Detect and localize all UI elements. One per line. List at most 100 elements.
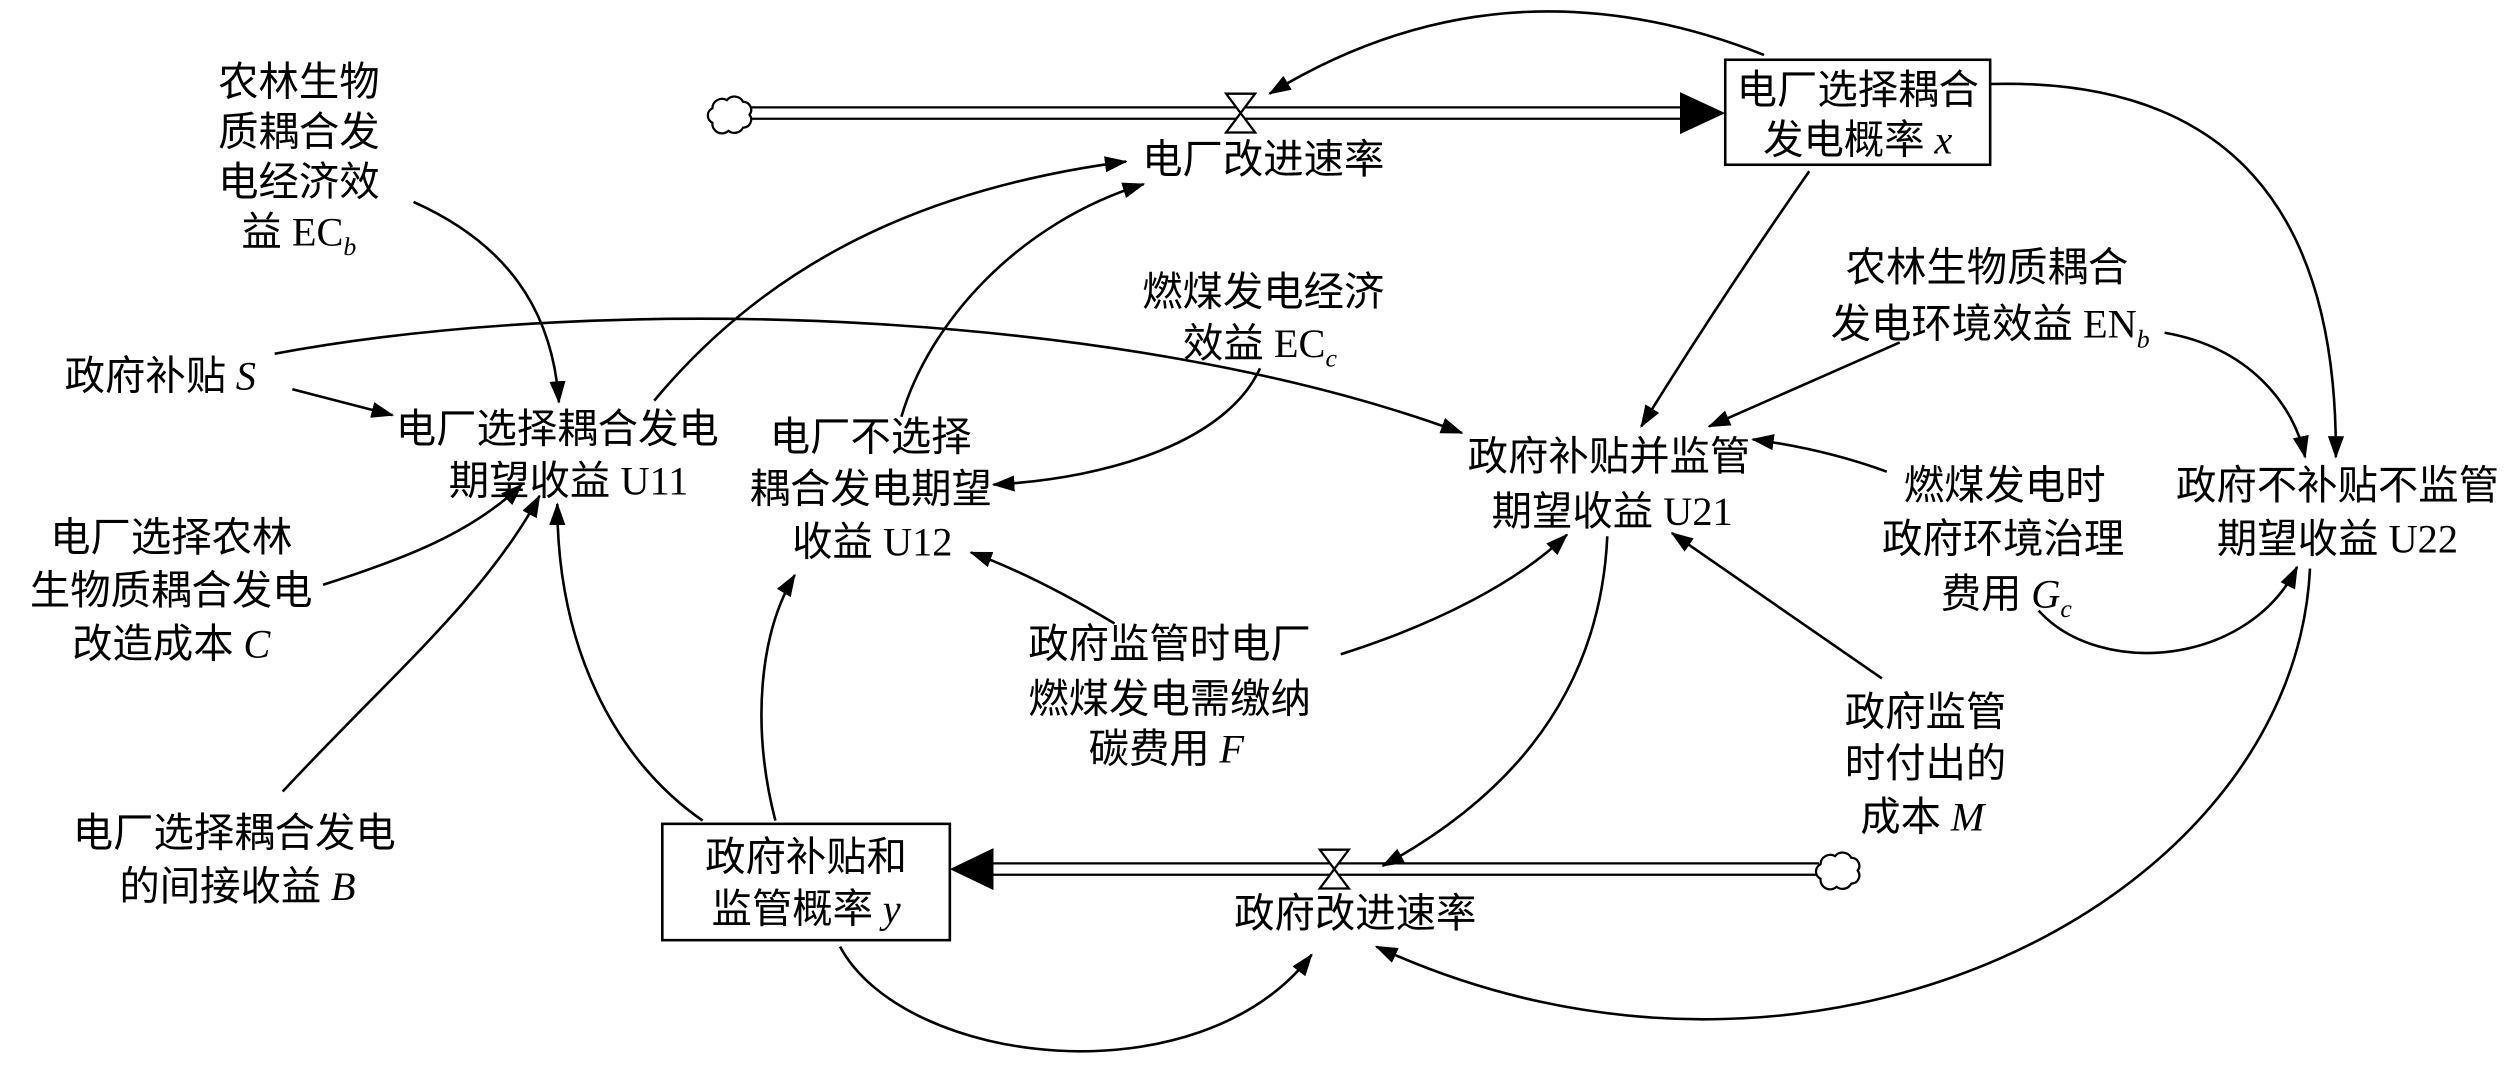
var-benefit-b-symbol: B: [331, 864, 356, 909]
var-ec-c-line2-text: 效益 EC: [1183, 321, 1325, 366]
link-g-c-to-u22: [2037, 565, 2299, 655]
var-g-c-line3-text: 费用: [1941, 571, 2022, 616]
var-ec-c-subscript: c: [1325, 344, 1337, 373]
var-u22: 政府不补贴不监管 期望收益 U22: [2176, 463, 2499, 561]
stock-box-plant-probability: [1723, 58, 1992, 167]
var-en-b-line2: 发电环境效益 ENb: [1831, 302, 2150, 354]
var-ec-c: 燃煤发电经济 效益 ECc: [1142, 269, 1384, 372]
stock-x-line2-text: 发电概率: [1763, 117, 1925, 162]
var-subsidy-s-symbol: S: [236, 353, 256, 398]
cloud-icon: [1814, 851, 1861, 891]
flow-pipe-plant: [706, 92, 1726, 135]
valve-icon: [1223, 92, 1258, 134]
link-subsidy-to-u21: [274, 317, 1464, 435]
var-cost-m-line2: 时付出的: [1845, 741, 2007, 786]
link-subsidy-to-u11: [292, 388, 395, 418]
var-u11-line2: 期望收益 U11: [449, 458, 689, 503]
link-u21-to-gov-rate: [1381, 536, 1609, 867]
link-ec-b-to-u11: [413, 200, 566, 404]
var-ec-c-line2: 效益 ECc: [1183, 321, 1337, 373]
cloud-icon: [706, 95, 753, 135]
var-benefit-b-line2-text: 的间接收益: [119, 864, 321, 909]
var-cost-m-symbol: M: [1950, 794, 1987, 839]
var-g-c-line1: 燃煤发电时: [1904, 463, 2106, 508]
link-stock-y-to-u11: [549, 502, 704, 822]
var-fee-f-line2: 燃煤发电需缴纳: [1028, 676, 1311, 721]
link-en-b-to-u21: [1707, 341, 1901, 428]
var-fee-f-line3-text: 碳费用: [1089, 726, 1210, 771]
link-cost-m-to-u21: [1670, 532, 1883, 680]
link-stock-x-to-plant-rate: [1268, 10, 1765, 95]
link-benefit-b-to-u11: [281, 494, 541, 793]
var-cost-c-line2: 生物质耦合发电: [30, 568, 313, 613]
stock-x-line1: 电厂选择耦合: [1737, 67, 1979, 112]
var-u22-line2: 期望收益 U22: [2217, 516, 2458, 561]
link-en-b-to-u22: [2164, 331, 2309, 459]
var-en-b-line2-text: 发电环境效益 EN: [1831, 302, 2137, 347]
causal-links: [274, 10, 2345, 1053]
var-g-c-line2: 政府环境治理: [1882, 516, 2124, 561]
link-stock-x-to-u21: [1640, 170, 1811, 428]
var-g-c-symbol: G: [2031, 571, 2060, 616]
var-ec-b-line3: 电经济效: [218, 159, 380, 204]
link-stock-y-to-u12: [760, 573, 796, 821]
flow-gov-improvement-rate: 政府改进速率: [1234, 891, 1476, 936]
var-ec-b-line4: 益 ECb: [241, 210, 356, 262]
link-u11-to-plant-rate: [653, 156, 1128, 402]
flow-arrowhead-icon: [1680, 92, 1726, 135]
var-g-c-subscript: c: [2060, 594, 2072, 623]
var-ec-b: 农林生物 质耦合发 电经济效 益 ECb: [218, 59, 380, 261]
var-ec-b-line4-text: 益 EC: [241, 210, 343, 255]
stock-box-gov-probability: [661, 822, 952, 942]
link-cost-c-to-u11: [322, 483, 523, 587]
flow-plant-improvement-rate: 电厂改进速率: [1142, 137, 1384, 182]
flow-arrowhead-icon: [949, 848, 994, 891]
var-cost-c-symbol: C: [243, 621, 271, 666]
var-en-b-line1: 农林生物质耦合: [1846, 245, 2129, 290]
var-u12-line1: 电厂不选择: [770, 415, 972, 460]
var-fee-f-line1: 政府监管时电厂: [1028, 621, 1311, 666]
var-benefit-b-line1: 电厂选择耦合发电: [73, 810, 396, 855]
var-fee-f-symbol: F: [1218, 726, 1244, 771]
link-u12-to-plant-rate: [900, 182, 1146, 418]
var-u12-line2: 耦合发电期望: [750, 466, 992, 511]
var-u21-line2: 期望收益 U21: [1492, 489, 1733, 534]
stock-y-line1: 政府补贴和: [705, 835, 907, 880]
var-u22-line1: 政府不补贴不监管: [2176, 463, 2499, 508]
var-ec-b-line2: 质耦合发: [218, 109, 380, 154]
var-cost-c-line1: 电厂选择农林: [50, 515, 292, 560]
stock-y-symbol: y: [879, 886, 901, 931]
var-u21: 政府补贴并监管 期望收益 U21: [1468, 434, 1751, 534]
link-fee-f-to-u12: [969, 551, 1116, 625]
var-subsidy-s-text: 政府补贴: [65, 353, 227, 398]
var-ec-b-line1: 农林生物: [218, 59, 380, 104]
link-stock-x-to-u22: [1990, 82, 2345, 459]
link-g-c-to-u21: [1751, 434, 1888, 473]
var-ec-b-subscript: b: [343, 232, 356, 261]
valve-icon: [1317, 848, 1352, 890]
link-ec-c-to-u12: [991, 367, 1262, 492]
var-ec-c-line1: 燃煤发电经济: [1142, 269, 1384, 314]
link-fee-f-to-u21: [1340, 533, 1569, 656]
stock-y-line2-text: 监管概率: [712, 886, 874, 931]
var-u21-line1: 政府补贴并监管: [1468, 434, 1751, 479]
var-u12-line3: 收益 U12: [792, 520, 952, 565]
var-cost-m-line3-text: 成本: [1860, 794, 1941, 839]
var-u12: 电厂不选择 耦合发电期望 收益 U12: [750, 415, 992, 565]
var-cost-c-line3-text: 改造成本: [72, 621, 234, 666]
